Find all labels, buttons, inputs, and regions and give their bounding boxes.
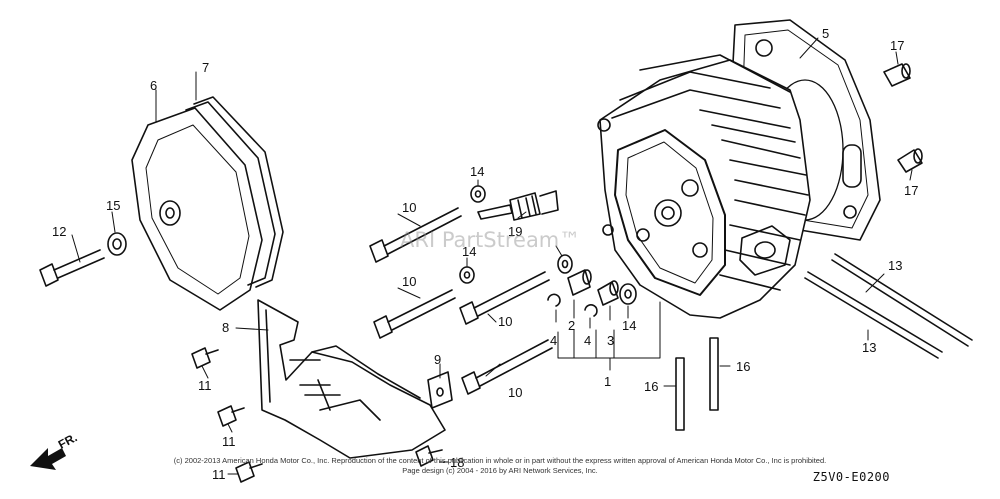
callout-labels: 1 2 3 4 4 5 6 7 8 9 10 10 10 10 11 11 11… — [52, 26, 918, 482]
callout-11-top: 11 — [198, 378, 212, 393]
callout-8: 8 — [222, 320, 229, 335]
front-direction-arrow-icon — [30, 448, 66, 470]
small-bolt-1 — [191, 347, 219, 369]
bolt-18 — [415, 445, 443, 467]
callout-19: 19 — [508, 224, 522, 239]
callout-1: 1 — [604, 374, 611, 389]
washer-right — [619, 283, 637, 305]
callout-4-left: 4 — [550, 333, 557, 348]
callout-10-middle: 10 — [402, 274, 416, 289]
stud-short-right — [709, 337, 719, 411]
washer-upper-mid — [557, 254, 573, 274]
bolt-middle-left — [373, 289, 456, 339]
sealing-washer — [107, 232, 127, 256]
callout-16-right: 16 — [736, 359, 750, 374]
callout-6: 6 — [150, 78, 157, 93]
callout-5: 5 — [822, 26, 829, 41]
callout-18: 18 — [450, 455, 464, 470]
head-cover-bolt — [39, 249, 105, 287]
callout-15: 15 — [106, 198, 120, 213]
callout-13-upper: 13 — [888, 258, 902, 273]
callout-14-right: 14 — [622, 318, 636, 333]
callout-7: 7 — [202, 60, 209, 75]
clip-left — [547, 293, 561, 307]
callout-10-upper: 10 — [402, 200, 416, 215]
callout-17-upper: 17 — [890, 38, 904, 53]
callout-16-left: 16 — [644, 379, 658, 394]
spark-plug — [477, 190, 559, 221]
callout-11-bottom: 11 — [212, 467, 226, 482]
watermark: ARI PartStream™ — [400, 228, 581, 252]
washer-middle — [459, 266, 475, 284]
callout-14-middle: 14 — [462, 244, 476, 259]
diagram-code: Z5V0-E0200 — [812, 470, 890, 484]
stud-short-left — [675, 357, 685, 431]
callout-14-top: 14 — [470, 164, 484, 179]
stud-long-upper — [831, 253, 973, 347]
dowel-pin-upper — [883, 63, 911, 87]
callout-9: 9 — [434, 352, 441, 367]
bracket — [427, 371, 453, 409]
washer-top — [470, 185, 486, 203]
leader-lines — [71, 37, 913, 475]
callout-10-center: 10 — [498, 314, 512, 329]
callout-17-lower: 17 — [904, 183, 918, 198]
dowel-pin-lower — [897, 148, 923, 173]
small-bolt-3 — [235, 461, 263, 483]
valve-guide-right — [597, 280, 619, 306]
callout-4-right: 4 — [584, 333, 591, 348]
copyright-line-1: (c) 2002-2013 American Honda Motor Co., … — [173, 456, 827, 465]
valve-guide-left — [567, 269, 592, 296]
callout-2: 2 — [568, 318, 575, 333]
bolt-middle-right — [459, 271, 550, 325]
cylinder-head — [597, 54, 811, 319]
callout-3: 3 — [607, 333, 614, 348]
head-cover-gasket — [185, 96, 284, 288]
callout-12: 12 — [52, 224, 66, 239]
stud-long-lower — [804, 271, 943, 359]
callout-10-lower: 10 — [508, 385, 522, 400]
callout-13-lower: 13 — [862, 340, 876, 355]
clip-right — [584, 304, 598, 317]
small-bolt-2 — [217, 405, 245, 427]
copyright-line-2: Page design (c) 2004 - 2016 by ARI Netwo… — [402, 466, 598, 475]
bolt-lower — [461, 339, 553, 395]
head-cover — [131, 107, 263, 311]
callout-11-middle: 11 — [222, 434, 236, 449]
bolt-upper — [369, 207, 462, 263]
heat-shield-plate — [257, 299, 446, 459]
